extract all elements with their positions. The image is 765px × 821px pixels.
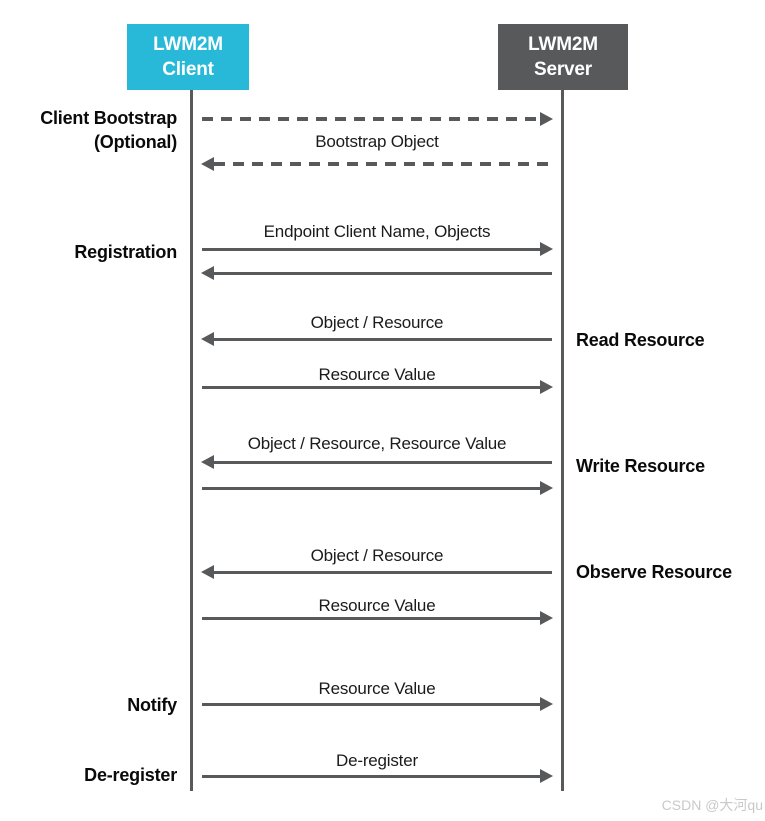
arrowhead-icon [201, 157, 214, 171]
arrowhead-icon [201, 266, 214, 280]
message-label-object-resource: Object / Resource [310, 313, 444, 332]
arrow-line [214, 338, 552, 341]
message-label-resource-value: Resource Value [318, 365, 436, 384]
stage-label-registration: Registration [74, 242, 177, 262]
arrow-line [214, 571, 552, 574]
arrow-line [202, 248, 540, 251]
arrowhead-icon [540, 697, 553, 711]
arrowhead-icon [540, 769, 553, 783]
arrowhead-icon [540, 242, 553, 256]
actor-server-label-line1: LWM2M [528, 34, 598, 55]
stage-label-client-bootstrap-optional: Client Bootstrap (Optional) [40, 108, 177, 152]
arrowhead-icon [201, 332, 214, 346]
arrowhead-icon [540, 112, 553, 126]
actor-box-client: LWM2M Client [127, 24, 249, 90]
message-label-bootstrap-object: Bootstrap Object [315, 132, 439, 151]
stage-label-de-register: De-register [84, 765, 177, 785]
watermark: CSDN @大河qu [661, 797, 763, 813]
arrow-line [202, 617, 540, 620]
message-label-de-register: De-register [336, 751, 418, 770]
stage-label-write-resource: Write Resource [576, 456, 705, 476]
message-label-object-resource-resource-value: Object / Resource, Resource Value [247, 434, 507, 453]
client-lifeline [190, 90, 193, 791]
message-label-object-resource: Object / Resource [310, 546, 444, 565]
arrow-line [214, 162, 552, 166]
message-label-resource-value: Resource Value [318, 679, 436, 698]
actor-client-label-line2: Client [162, 59, 214, 80]
actor-server-label-line2: Server [534, 59, 592, 80]
arrow-line [202, 386, 540, 389]
arrowhead-icon [540, 481, 553, 495]
arrow-line [214, 272, 552, 275]
arrow-line [202, 703, 540, 706]
actor-box-server: LWM2M Server [498, 24, 628, 90]
message-label-endpoint-client-name-objects: Endpoint Client Name, Objects [263, 222, 491, 241]
arrow-line [202, 775, 540, 778]
message-label-resource-value: Resource Value [318, 596, 436, 615]
arrow-line [214, 461, 552, 464]
arrowhead-icon [201, 455, 214, 469]
stage-label-read-resource: Read Resource [576, 330, 705, 350]
arrowhead-icon [540, 611, 553, 625]
arrowhead-icon [201, 565, 214, 579]
arrowhead-icon [540, 380, 553, 394]
arrow-line [202, 117, 540, 121]
stage-label-notify: Notify [127, 695, 177, 715]
stage-label-observe-resource: Observe Resource [576, 562, 732, 582]
actor-client-label-line1: LWM2M [153, 34, 223, 55]
server-lifeline [561, 90, 564, 791]
arrow-line [202, 487, 540, 490]
